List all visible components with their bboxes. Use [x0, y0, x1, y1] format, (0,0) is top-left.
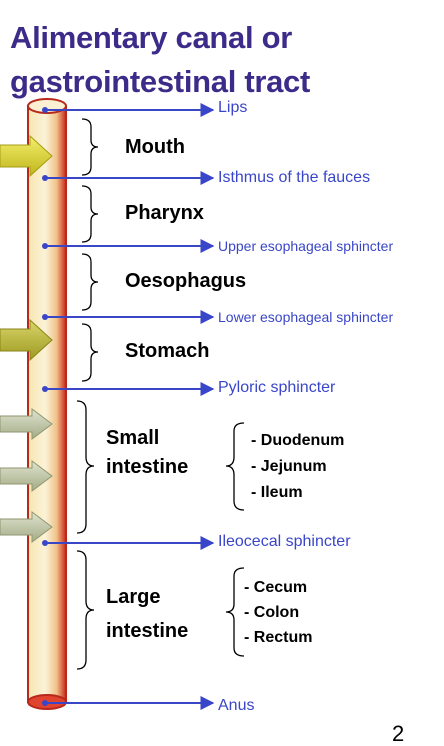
organ-mouth: Mouth [125, 136, 185, 158]
organ-large-intestine-line1: Large [106, 586, 161, 608]
brace-small-parts [225, 422, 245, 511]
landmark-lines [45, 103, 215, 710]
brace-large-parts [225, 567, 245, 657]
organ-oesophagus: Oesophagus [125, 270, 247, 292]
organ-braces [76, 118, 99, 670]
organ-stomach: Stomach [125, 340, 210, 362]
subpart-braces [225, 422, 245, 657]
organ-small-intestine-line1: Small [106, 427, 160, 449]
inlet-arrow-mouth [0, 134, 53, 178]
landmark-anus: Anus [218, 697, 255, 714]
organ-large-intestine-line2: intestine [106, 620, 189, 642]
subpart-ileum: - Ileum [251, 484, 303, 501]
landmark-dots [42, 107, 48, 706]
landmark-pyloric: Pyloric sphincter [218, 379, 336, 396]
organ-small-intestine-line2: intestine [106, 456, 189, 478]
title-line-2: gastrointestinal tract [10, 64, 311, 99]
subpart-jejunum: - Jejunum [251, 458, 327, 475]
brace-mouth [81, 118, 99, 176]
subpart-colon: - Colon [244, 604, 300, 621]
inlet-arrow-small-intestine-3 [0, 511, 53, 543]
subpart-rectum: - Rectum [244, 629, 313, 646]
inlet-arrow-stomach [0, 318, 53, 362]
landmark-isthmus: Isthmus of the fauces [218, 169, 371, 186]
landmark-lips: Lips [218, 99, 248, 116]
inlet-arrow-small-intestine-1 [0, 408, 53, 440]
brace-stomach [81, 323, 99, 382]
canal-tube [27, 98, 67, 710]
inlet-arrow-small-intestine-2 [0, 460, 53, 492]
organ-pharynx: Pharynx [125, 202, 204, 224]
page-number: 2 [392, 721, 405, 746]
landmark-upper-sphincter: Upper esophageal sphincter [218, 238, 394, 254]
subpart-duodenum: - Duodenum [251, 432, 345, 449]
landmark-ileocecal: Ileocecal sphincter [218, 533, 351, 550]
brace-small-intestine [76, 400, 95, 534]
landmark-lower-sphincter: Lower esophageal sphincter [218, 309, 394, 325]
brace-pharynx [81, 185, 99, 243]
title-line-1: Alimentary canal or [10, 20, 293, 55]
subpart-cecum: - Cecum [244, 579, 308, 596]
brace-oesophagus [81, 253, 99, 311]
brace-large-intestine [76, 550, 95, 670]
